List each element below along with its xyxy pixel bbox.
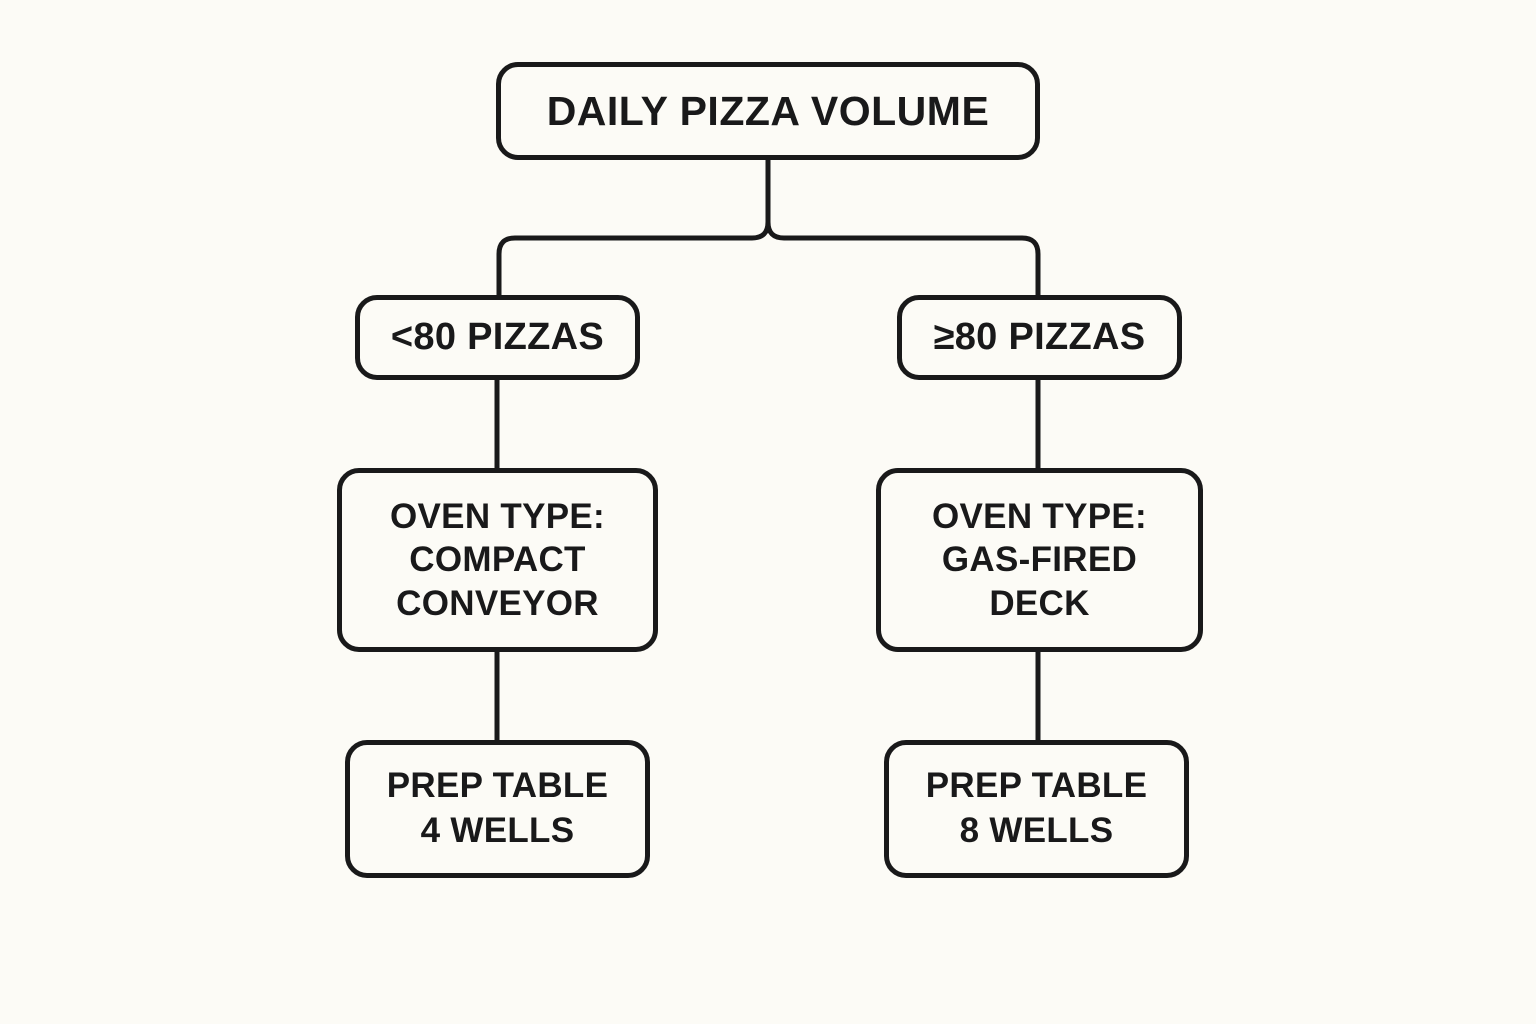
node-prep-right-line1: PREP TABLE (925, 766, 1148, 806)
node-prep-table-4-wells[interactable]: PREP TABLE 4 WELLS (345, 740, 650, 878)
node-oven-left-line2: COMPACT (409, 540, 586, 580)
node-oven-gas-fired-deck[interactable]: OVEN TYPE: GAS-FIRED DECK (876, 468, 1203, 652)
node-daily-pizza-volume[interactable]: DAILY PIZZA VOLUME (496, 62, 1040, 160)
node-prep-table-8-wells[interactable]: PREP TABLE 8 WELLS (884, 740, 1189, 878)
node-oven-left-line3: CONVEYOR (396, 583, 599, 623)
node-prep-left-line2: 4 WELLS (420, 811, 575, 850)
connector-fork-right (765, 220, 1041, 295)
node-oven-left-line1: OVEN TYPE: (390, 497, 605, 537)
node-prep-left-line1: PREP TABLE (386, 766, 609, 806)
node-root-label: DAILY PIZZA VOLUME (546, 87, 990, 134)
node-oven-right-line1: OVEN TYPE: (932, 497, 1147, 537)
node-oven-compact-conveyor[interactable]: OVEN TYPE: COMPACT CONVEYOR (337, 468, 658, 652)
connector-fork-left (496, 220, 771, 295)
node-condition-under-80[interactable]: <80 PIZZAS (355, 295, 640, 380)
node-oven-right-line3: DECK (989, 583, 1090, 623)
node-oven-right-line2: GAS-FIRED (941, 540, 1138, 580)
node-condition-high-label: ≥80 PIZZAS (933, 316, 1146, 358)
node-condition-low-label: <80 PIZZAS (390, 316, 605, 358)
node-prep-right-line2: 8 WELLS (959, 811, 1114, 850)
node-condition-80-or-more[interactable]: ≥80 PIZZAS (897, 295, 1182, 380)
